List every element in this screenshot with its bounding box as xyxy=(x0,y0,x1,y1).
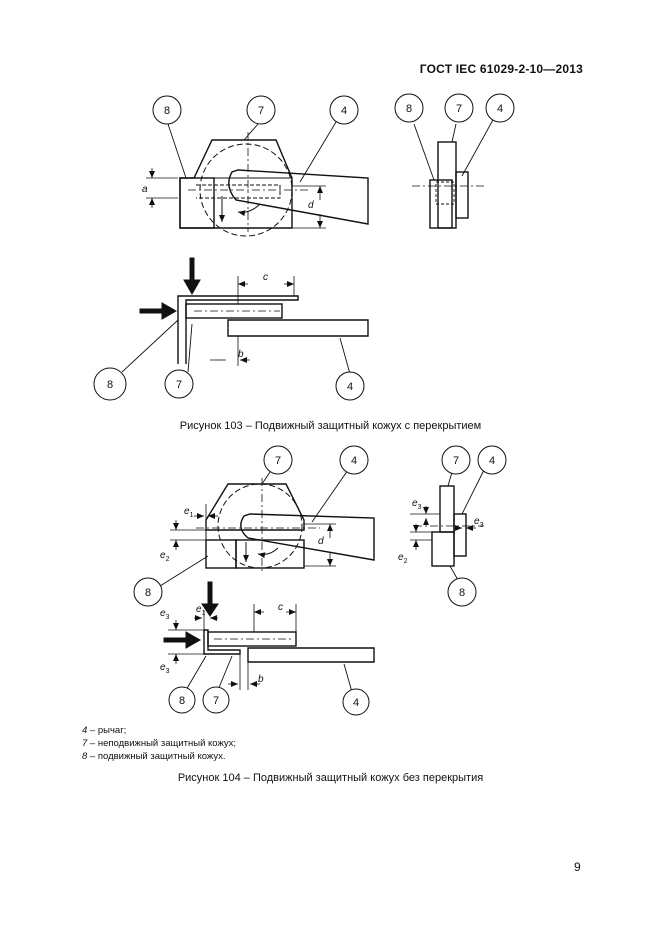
callout-104-side-8: 8 xyxy=(459,587,465,599)
dim-label-c-104: c xyxy=(278,602,283,613)
force-arrow-right-104 xyxy=(163,631,202,649)
dim-label-e2-side: e2 xyxy=(398,552,408,565)
figure-legend: 4 – рычаг; 7 – неподвижный защитный кожу… xyxy=(82,724,236,763)
callout-103-side-7: 7 xyxy=(456,103,462,115)
dim-label-d-104: d xyxy=(318,536,324,547)
callout-103-top-8: 8 xyxy=(164,105,170,117)
movable-guard-top-view-104 xyxy=(205,539,237,569)
callout-103-bottom-8: 8 xyxy=(107,379,113,391)
callout-104-top-8: 8 xyxy=(145,587,151,599)
movable-guard-top-view xyxy=(179,177,215,229)
callout-104-bottom-8: 8 xyxy=(179,695,185,707)
dim-label-e3-side-right: e3 xyxy=(474,516,484,529)
callout-104-bottom-7: 7 xyxy=(213,695,219,707)
dim-label-e3-side: e3 xyxy=(412,498,422,511)
dim-label-a: a xyxy=(142,184,148,195)
lever-side-view xyxy=(455,171,469,219)
dim-label-e2: e2 xyxy=(160,550,170,563)
callout-103-bottom-4: 4 xyxy=(347,381,353,393)
movable-guard-bottom-view-104 xyxy=(203,629,241,655)
force-arrow-right xyxy=(139,302,178,320)
dim-label-b: b xyxy=(238,349,244,360)
callout-104-top-4: 4 xyxy=(351,455,357,467)
fixed-guard-bottom-view xyxy=(185,303,283,319)
callout-103-side-8: 8 xyxy=(406,103,412,115)
callout-103-top-4: 4 xyxy=(341,105,347,117)
legend-item-8: 8 – подвижный защитный кожух. xyxy=(82,751,226,762)
fixed-guard-top-view-104 xyxy=(205,483,305,531)
dim-label-b-104: b xyxy=(258,674,264,685)
callout-104-side-4: 4 xyxy=(489,455,495,467)
callout-103-top-7: 7 xyxy=(258,105,264,117)
legend-item-4: 4 – рычаг; xyxy=(82,725,127,736)
lever-top-view xyxy=(228,169,369,225)
force-arrow-down-104 xyxy=(201,581,219,617)
figure-103-caption: Рисунок 103 – Подвижный защитный кожух с… xyxy=(179,420,482,432)
lever-bottom-view-104 xyxy=(247,647,375,663)
movable-guard-side-view-104 xyxy=(431,531,455,567)
callout-103-bottom-7: 7 xyxy=(176,379,182,391)
lever-side-view-104 xyxy=(453,513,467,557)
fixed-guard-bottom-view-104 xyxy=(207,631,297,647)
figure-104-caption: Рисунок 104 – Подвижный защитный кожух б… xyxy=(177,772,484,784)
callout-104-top-7: 7 xyxy=(275,455,281,467)
page-number: 9 xyxy=(574,860,581,874)
dim-label-e1: e1 xyxy=(184,506,194,519)
dim-label-e1-bottom: e1 xyxy=(196,604,206,617)
legend-item-7: 7 – неподвижный защитный кожух; xyxy=(82,738,237,749)
lever-bottom-view xyxy=(227,319,369,337)
fixed-guard-side-view-104 xyxy=(439,485,455,533)
figure-103-drawing: a d c b 8 7 4 8 7 4 8 7 4 xyxy=(93,93,515,401)
dim-label-e3-bottom-top: e3 xyxy=(160,608,170,621)
force-arrow-down xyxy=(183,257,201,296)
callout-104-side-7: 7 xyxy=(453,455,459,467)
dim-label-d: d xyxy=(308,200,314,211)
dim-label-e3-bottom-low: e3 xyxy=(160,662,170,675)
dim-label-c: c xyxy=(263,272,268,283)
document-header: ГОСТ IEC 61029-2-10—2013 xyxy=(419,62,583,76)
lever-top-view-104 xyxy=(240,513,375,561)
callout-103-side-4: 4 xyxy=(497,103,503,115)
callout-104-bottom-4: 4 xyxy=(353,697,359,709)
